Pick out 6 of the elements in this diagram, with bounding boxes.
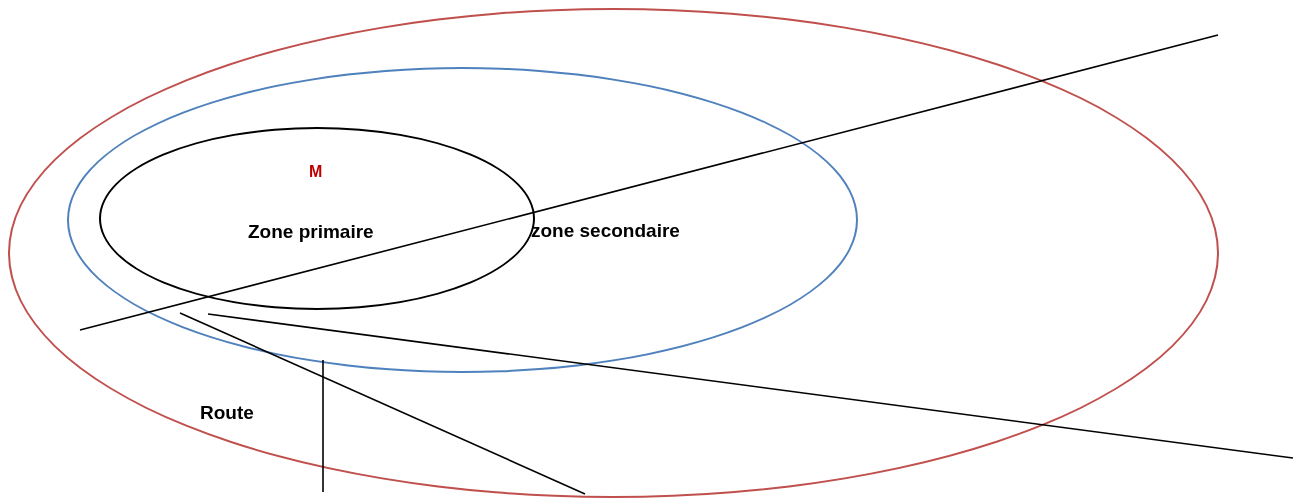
zone-label: Zone primaire bbox=[248, 222, 374, 241]
zone-ellipse bbox=[67, 67, 858, 373]
zone-ellipse bbox=[8, 8, 1219, 498]
zone-label: M bbox=[309, 164, 323, 180]
zone-label: zone secondaire bbox=[531, 221, 680, 240]
road-label: Route bbox=[200, 403, 254, 422]
